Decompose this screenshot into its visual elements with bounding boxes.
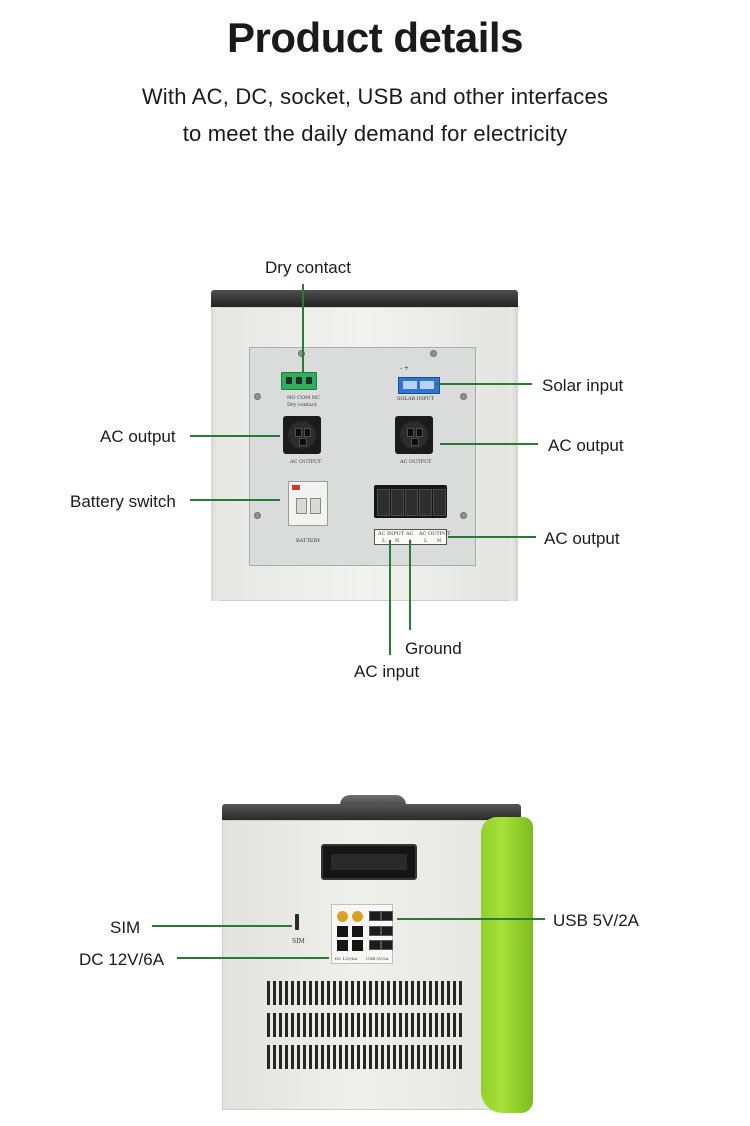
leader-sim	[152, 925, 292, 927]
green-side-strip	[481, 817, 533, 1113]
ac-output-caption-right-print: AC OUTPUT	[400, 459, 432, 465]
usb-port	[381, 940, 393, 950]
callout-ac-output-left: AC output	[100, 427, 176, 446]
port-panel: DC 12V/6A USB 5V/2A	[331, 904, 393, 964]
solar-polarity-print: - +	[400, 365, 409, 372]
callout-usb: USB 5V/2A	[553, 911, 639, 930]
strip-l2: L	[424, 538, 428, 544]
leader-solar-input	[436, 383, 532, 385]
leader-dry-contact	[302, 284, 304, 372]
callout-battery-switch: Battery switch	[70, 492, 176, 511]
ac-output-socket-left	[283, 416, 321, 454]
leader-ac-output-terminal	[448, 536, 536, 538]
callout-sim: SIM	[110, 918, 141, 937]
vent-slots-lower	[267, 1045, 465, 1069]
callout-ground: Ground	[405, 639, 462, 658]
strip-n2: N	[437, 538, 442, 544]
panel-screw	[460, 512, 467, 519]
dc-port	[337, 940, 348, 951]
panel-screw	[254, 512, 261, 519]
ac-output-socket-right	[395, 416, 433, 454]
strip-ac-input: AC INPUT	[378, 531, 405, 537]
vent-slots-middle	[267, 1013, 465, 1037]
dc-round-port	[337, 911, 348, 922]
ac-output-caption-left-print: AC OUTPUT	[290, 459, 322, 465]
device-left-edge	[211, 307, 219, 601]
leader-ground	[409, 540, 411, 630]
subtitle-line-1: With AC, DC, socket, USB and other inter…	[141, 84, 609, 109]
strip-ac-output: AC OUTPUT	[419, 531, 451, 537]
battery-caption-print: BATTERY	[296, 538, 321, 544]
dry-contact-connector	[281, 372, 317, 390]
dc-port	[337, 926, 348, 937]
usb-port	[381, 926, 393, 936]
dc-caption-print: DC 12V/6A	[335, 956, 358, 961]
solar-caption-print: SOLAR INPUT	[397, 396, 434, 402]
vent-slots-upper	[267, 981, 465, 1005]
leader-battery-switch	[190, 499, 280, 501]
callout-dc: DC 12V/6A	[79, 950, 165, 969]
usb-port	[369, 926, 381, 936]
usb-caption-print: USB 5V/2A	[366, 956, 389, 961]
side-panel-device-image: SIM DC 12V/6A USB 5V/2A	[222, 795, 533, 1113]
device-right-edge	[510, 307, 518, 601]
battery-switch-breaker	[288, 481, 328, 526]
panel-screw	[430, 350, 437, 357]
front-panel-device-image: NO COM NC Dry contact - + SOLAR INPUT AC…	[211, 290, 518, 601]
page-subtitle: With AC, DC, socket, USB and other inter…	[0, 78, 750, 152]
leader-ac-input	[389, 540, 391, 655]
callout-ac-output-terminal: AC output	[544, 529, 620, 548]
leader-dc	[177, 957, 329, 959]
leader-ac-output-right	[440, 443, 538, 445]
solar-input-connector	[398, 377, 440, 394]
dc-round-port	[352, 911, 363, 922]
dc-port	[352, 926, 363, 937]
panel-screw	[298, 350, 305, 357]
carry-handle-recess	[321, 844, 417, 880]
strip-ac: AC	[406, 531, 414, 537]
dry-contact-caption-print: Dry contact	[287, 402, 317, 408]
usb-port	[369, 911, 381, 921]
leader-usb	[397, 918, 545, 920]
dry-contact-pins-print: NO COM NC	[287, 395, 320, 401]
panel-screw	[254, 393, 261, 400]
callout-solar-input: Solar input	[542, 376, 624, 395]
sim-caption-print: SIM	[292, 938, 305, 945]
usb-port	[381, 911, 393, 921]
device-top-cap	[222, 804, 521, 820]
strip-l1: L	[382, 538, 386, 544]
sim-card-slot	[295, 914, 299, 930]
page-title: Product details	[227, 14, 523, 61]
strip-n1: N	[395, 538, 400, 544]
callout-ac-input: AC input	[354, 662, 420, 681]
dc-port	[352, 940, 363, 951]
usb-port	[369, 940, 381, 950]
panel-screw	[460, 393, 467, 400]
leader-ac-output-left	[190, 435, 280, 437]
subtitle-line-2: to meet the daily demand for electricity	[182, 121, 568, 146]
callout-ac-output-right: AC output	[548, 436, 624, 455]
ac-terminal-block	[374, 485, 447, 518]
device-top-cap	[211, 290, 518, 307]
callout-dry-contact: Dry contact	[265, 258, 351, 277]
